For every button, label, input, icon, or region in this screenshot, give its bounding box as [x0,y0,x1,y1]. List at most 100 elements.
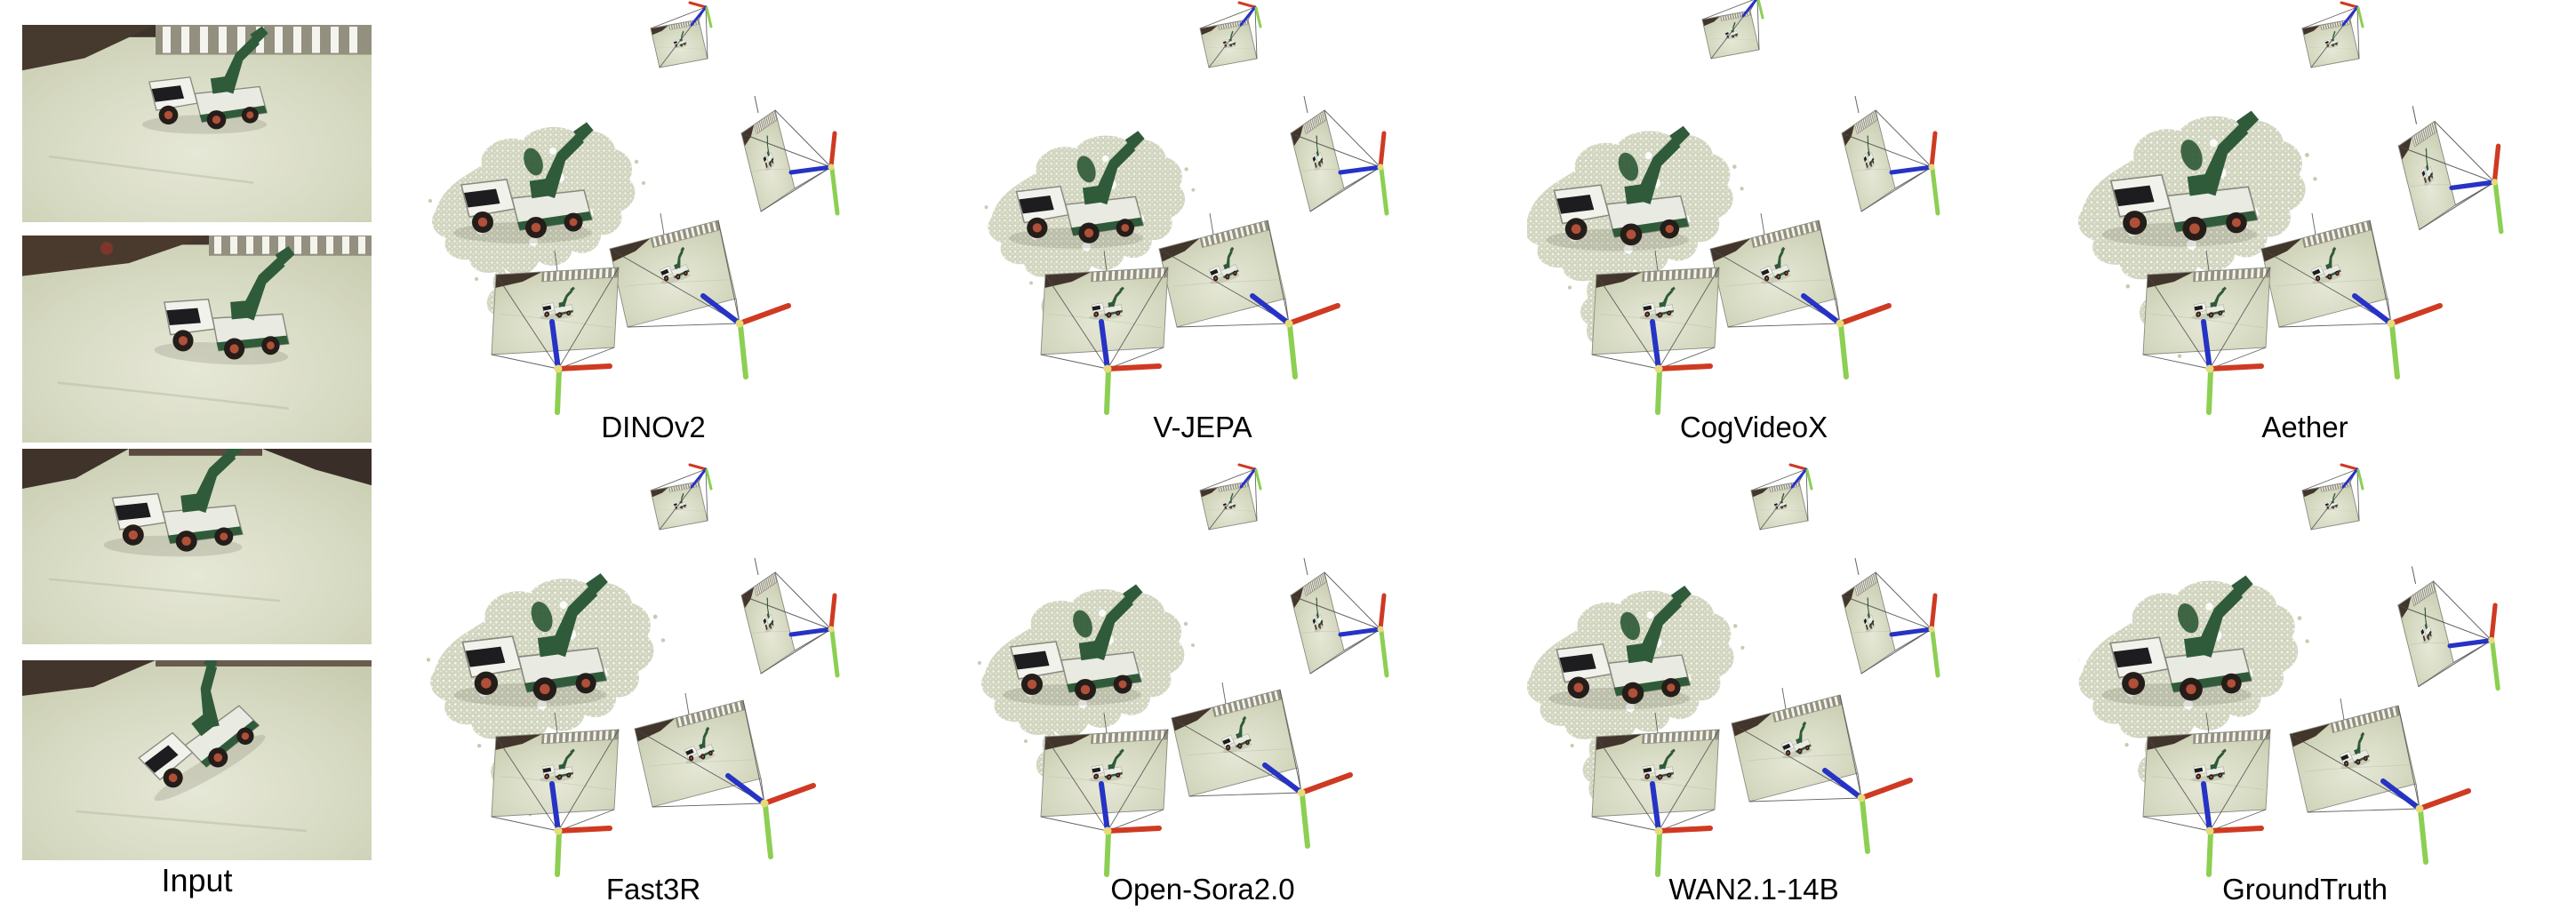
camera-center-dot [1297,788,1306,797]
axis-z-blue [788,627,834,637]
panel-wan2-1-14b: WAN2.1-14B [1527,462,2064,918]
camera-frustum-mid [1290,95,1389,216]
camera-center-dot [735,319,744,328]
axis-x-red [1859,778,1913,801]
axis-x-red [2207,363,2264,371]
axis-z-blue [1099,781,1110,834]
camera-center-dot [2205,364,2214,373]
axis-z-blue [2449,180,2497,191]
photo-frustum-right [1171,682,1353,849]
axis-y-green [2389,323,2400,379]
camera-frustum-mid [740,95,840,216]
axis-y-green [1860,797,1870,854]
camera-frustum-mid [2397,106,2504,235]
axis-y-green [2492,181,2504,235]
axis-y-green [2206,368,2213,415]
axis-z-blue [1650,781,1661,834]
input-photo-3 [22,449,372,644]
reconstruction-scene [427,463,840,877]
axis-y-green [705,6,713,28]
axis-y-green [1930,166,1940,216]
reconstruction-scene [1527,463,1940,877]
axis-y-green [705,468,713,491]
axis-z-blue [2201,319,2212,371]
axis-y-green [1379,628,1389,678]
camera-center-dot [1654,364,1663,373]
camera-center-dot [1377,164,1384,171]
axis-z-blue [549,781,561,834]
axis-x-red [2417,788,2471,811]
axis-y-green [829,166,840,216]
axis-x-red [688,1,708,9]
camera-center-dot [1103,364,1112,373]
axis-z-blue [1889,627,1934,637]
camera-frustum-far [1199,463,1262,531]
photo-frustum-right [1709,212,1892,379]
axis-y-green [1756,0,1764,20]
camera-center-dot [554,826,563,835]
photo-frustum-left [2142,712,2271,877]
axis-y-green [555,368,562,415]
axis-x-red [1105,826,1162,834]
axis-y-green [555,830,562,877]
camera-frustum-far [1199,1,1262,68]
axis-x-red [2492,143,2501,185]
axis-x-red [1299,772,1353,795]
axis-z-blue [2341,467,2359,489]
input-photo-2-image [22,235,372,443]
axis-z-blue [1801,293,1843,326]
axis-y-green [829,628,840,678]
point-cloud [427,572,666,817]
camera-frustum-far [1701,0,1764,60]
photo-frustum-left [491,250,620,415]
camera-center-dot [2415,804,2424,813]
axis-y-green [1379,166,1389,216]
axis-z-blue [690,5,708,27]
camera-frustum-far [650,1,713,68]
input-photo-1-image [22,25,372,222]
panel-label-wan2-1-14b: WAN2.1-14B [1668,873,1839,906]
axis-x-red [737,303,791,326]
axis-z-blue [725,773,767,806]
input-label: Input [161,862,233,898]
axis-z-blue [1790,467,1808,489]
axis-x-red [828,131,837,170]
photo-frustum-right [2260,212,2443,379]
photo-frustum-left [1591,250,1720,415]
camera-frustum-mid [1290,557,1389,678]
axis-y-green [1287,323,1298,379]
photo-frustum-right [609,212,791,379]
axis-y-green [1655,368,1662,415]
panel-label-fast3r: Fast3R [605,873,701,906]
axis-x-red [2489,603,2498,643]
camera-center-dot [828,626,835,633]
axis-z-blue [1239,5,1257,27]
camera-center-dot [2205,826,2214,835]
camera-frustum-mid [740,557,840,678]
axis-x-red [1929,593,1938,632]
axis-x-red [1237,1,1257,9]
axis-y-green [2418,808,2428,865]
camera-center-dot [1928,164,1935,171]
panel-label-open-sora2-0: Open-Sora2.0 [1110,873,1295,906]
panel-groundtruth: GroundTruth [2078,462,2576,918]
input-photo-4 [22,660,372,860]
panel-cogvideox: CogVideoX [1527,0,2064,456]
axis-z-blue [2201,781,2212,834]
camera-frustum-mid [2397,566,2500,691]
axis-y-green [2356,6,2364,28]
axis-x-red [2388,303,2443,326]
camera-center-dot [2488,636,2495,644]
camera-center-dot [1654,826,1663,835]
axis-y-green [1254,6,1262,28]
axis-x-red [1237,463,1257,471]
axis-z-blue [1239,467,1257,489]
reconstruction-scene [1527,0,1940,415]
axis-z-blue [2447,637,2494,649]
camera-center-dot [760,799,769,808]
axis-y-green [1104,368,1111,415]
camera-center-dot [554,364,563,373]
axis-z-blue [1338,164,1383,175]
photo-frustum-right [1158,212,1340,379]
